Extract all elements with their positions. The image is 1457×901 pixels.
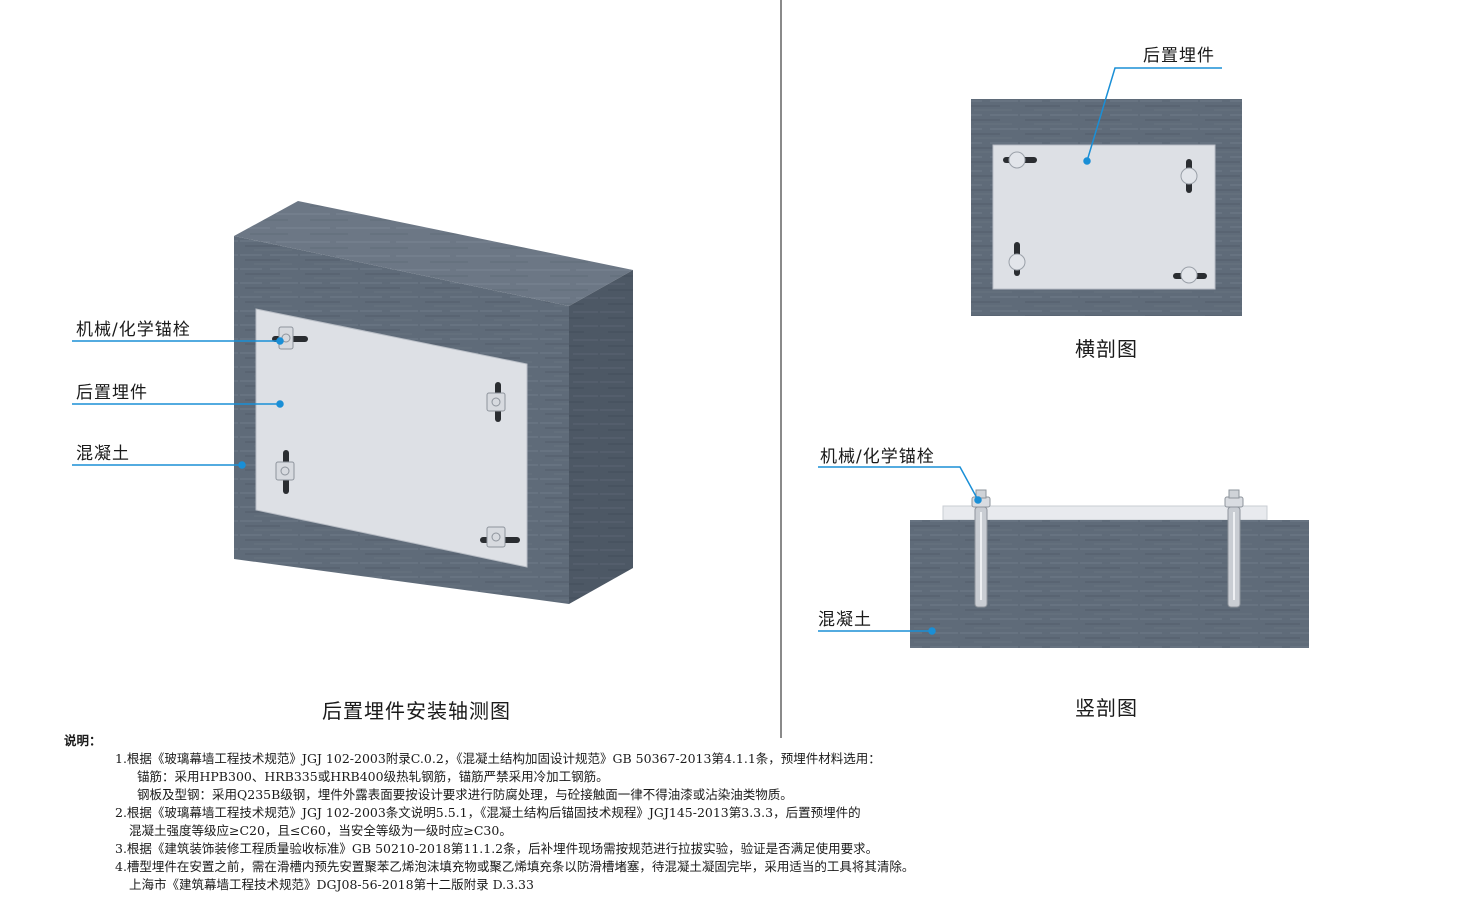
label-hs-embed: 后置埋件 — [1143, 46, 1215, 66]
label-embed: 后置埋件 — [76, 383, 148, 403]
block-top-face — [234, 201, 633, 306]
label-vs-anchor: 机械/化学锚栓 — [820, 447, 935, 467]
notes-line: 上海市《建筑幕墙工程技术规范》DGJ08-56-2018第十二版附录 D.3.3… — [129, 877, 534, 892]
notes-line: 锚筋：采用HPB300、HRB335或HRB400级热轧钢筋，锚筋严禁采用冷加工… — [137, 769, 609, 784]
anchor-bolt-icon — [486, 382, 506, 422]
label-vs-concrete: 混凝土 — [818, 610, 872, 630]
vertical-section — [910, 489, 1309, 648]
anchor-bolt-icon — [1173, 266, 1207, 284]
block-side-face — [569, 270, 633, 604]
anchor-bolt-icon — [1180, 159, 1198, 193]
caption-axonometric: 后置埋件安装轴测图 — [322, 699, 511, 723]
anchor-bolt-icon — [275, 450, 295, 494]
label-concrete: 混凝土 — [76, 444, 130, 464]
notes-line: 混凝土强度等级应≥C20，且≤C60，当安全等级为一级时应≥C30。 — [129, 823, 512, 838]
anchor-bolt-icon — [1224, 489, 1244, 608]
notes-line: 钢板及型钢：采用Q235B级钢，埋件外露表面要按设计要求进行防腐处理，与砼接触面… — [137, 787, 793, 802]
anchor-bolt-icon — [1003, 151, 1037, 169]
axonometric-block — [234, 201, 633, 604]
notes-line: 3.根据《建筑装饰装修工程质量验收标准》GB 50210-2018第11.1.2… — [115, 841, 879, 856]
caption-vertical-section: 竖剖图 — [1075, 696, 1138, 720]
vs-concrete — [910, 520, 1309, 648]
anchor-bolt-icon — [1008, 242, 1026, 276]
notes-title: 说明： — [64, 733, 102, 748]
anchor-bolt-icon — [971, 489, 991, 608]
anchor-bolt-icon — [480, 526, 520, 548]
embed-plate — [255, 308, 528, 568]
notes-line: 4.槽型埋件在安置之前，需在滑槽内预先安置聚苯乙烯泡沫填充物或聚乙烯填充条以防滑… — [115, 859, 915, 874]
hs-leader — [1083, 67, 1222, 165]
label-anchor: 机械/化学锚栓 — [76, 320, 191, 340]
hs-plate — [992, 144, 1216, 290]
notes-line: 1.根据《玻璃幕墙工程技术规范》JGJ 102-2003附录C.0.2，《混凝土… — [115, 751, 881, 766]
caption-horizontal-section: 横剖图 — [1075, 337, 1138, 361]
axo-leaders — [72, 337, 284, 469]
horizontal-section — [971, 99, 1242, 316]
vs-plate — [942, 505, 1268, 521]
vs-leaders — [818, 466, 982, 635]
notes-line: 2.根据《玻璃幕墙工程技术规范》JGJ 102-2003条文说明5.5.1，《混… — [115, 805, 861, 820]
